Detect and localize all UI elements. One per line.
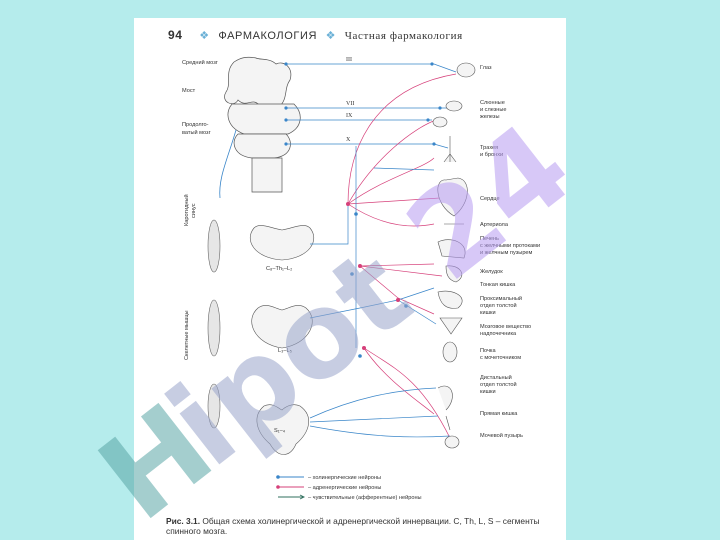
nerve-label: X <box>346 137 351 143</box>
organ-label: Сердце <box>480 196 500 202</box>
stomach-icon <box>445 265 463 283</box>
kidney-icon <box>442 341 458 363</box>
legend: – холинергические нейроны – адренергичес… <box>276 474 422 501</box>
nerve-label: VII <box>346 101 354 107</box>
segment-label: L₃–L₅ <box>278 348 292 354</box>
caption-label: Рис. 3.1. <box>166 516 201 526</box>
segment-label: C₈–Th₁–L₂ <box>266 266 292 272</box>
organ-label: Глаз <box>480 65 492 71</box>
liver-icon <box>437 239 466 259</box>
adrenergic-lines <box>347 73 457 439</box>
nerve-label: IX <box>346 113 353 119</box>
heart-icon <box>437 177 468 217</box>
colon-icon <box>437 385 453 411</box>
segment-label: S₁–₄ <box>274 428 286 434</box>
rectum-icon <box>445 415 451 431</box>
page-header: 94 ❖ ФАРМАКОЛОГИЯ ❖ Частная фармакология <box>168 28 463 42</box>
page-number: 94 <box>168 28 183 42</box>
legend-text: – адренергические нейроны <box>308 484 381 491</box>
separator-glyph: ❖ <box>325 30 337 42</box>
salivary-gland-icon <box>445 100 463 112</box>
textbook-page: 94 ❖ ФАРМАКОЛОГИЯ ❖ Частная фармакология… <box>134 18 566 540</box>
carotid-sinus-label: синус <box>191 203 197 218</box>
organ-label: Почка <box>480 348 496 354</box>
bladder-icon <box>444 435 460 449</box>
organ-label: и бронхи <box>480 152 503 158</box>
brainstem-drawing <box>224 56 301 193</box>
medulla-label: Продолго- <box>182 122 209 128</box>
section-title: Частная фармакология <box>344 30 463 42</box>
organ-label: отдел толстой <box>480 381 517 388</box>
organ-label: кишки <box>480 389 496 395</box>
skeletal-muscle-label: Скелетные мышцы <box>184 310 190 360</box>
organ-label: и желчным пузырем <box>480 250 533 256</box>
organ-label: Мозговое вещество <box>480 324 531 330</box>
organ-label: Проксимальный <box>480 295 522 302</box>
ganglion-dots <box>346 202 408 358</box>
organ-label: кишки <box>480 310 496 316</box>
legend-text: – чувствительные (афферентные) нейроны <box>308 494 422 501</box>
spinal-cord-sections <box>249 225 315 455</box>
organ-label: железы <box>480 114 500 120</box>
organ-label: Прямая кишка <box>480 411 518 417</box>
lacrimal-gland-icon <box>432 116 448 128</box>
organ-icons <box>432 62 476 449</box>
separator-glyph: ❖ <box>199 30 210 42</box>
intestine-icon <box>437 290 463 309</box>
adrenal-icon <box>439 317 463 335</box>
organ-label: с мочеточником <box>480 355 521 361</box>
organ-label: Слюнные <box>480 100 505 106</box>
cholinergic-lines <box>309 146 451 438</box>
book-title: ФАРМАКОЛОГИЯ <box>218 30 318 42</box>
midbrain-label: Средний мозг <box>182 59 218 66</box>
pons-label: Мост <box>182 88 196 94</box>
muscle-drawings <box>207 219 221 429</box>
organ-label: Мочевой пузырь <box>480 432 523 439</box>
nerve-label: III <box>346 57 352 63</box>
organ-label: Трахея <box>480 145 498 151</box>
organ-label: Дистальный <box>480 374 512 381</box>
innervation-diagram: Средний мозг Мост Продолго- ватый мозг К… <box>182 56 540 501</box>
organ-label: Артериола <box>480 222 509 228</box>
organ-label: и слезные <box>480 107 507 113</box>
legend-text: – холинергические нейроны <box>308 474 381 481</box>
organ-label: Желудок <box>480 269 503 275</box>
carotid-sinus-label: Каротидный <box>183 194 190 226</box>
eye-icon <box>456 62 476 78</box>
organ-label: Тонкая кишка <box>480 282 516 288</box>
figure-caption: Рис. 3.1. Общая схема холинергической и … <box>166 516 566 536</box>
caption-text: Общая схема холинергической и адренергич… <box>166 516 540 536</box>
trachea-icon <box>443 136 457 163</box>
medulla-label: ватый мозг <box>182 129 211 136</box>
cranial-nerve-dots <box>284 62 442 146</box>
organ-label: надпочечника <box>480 331 517 337</box>
organ-label: Печень <box>480 236 499 242</box>
organ-label: с желчными протоками <box>480 243 540 249</box>
organ-label: отдел толстой <box>480 302 517 309</box>
